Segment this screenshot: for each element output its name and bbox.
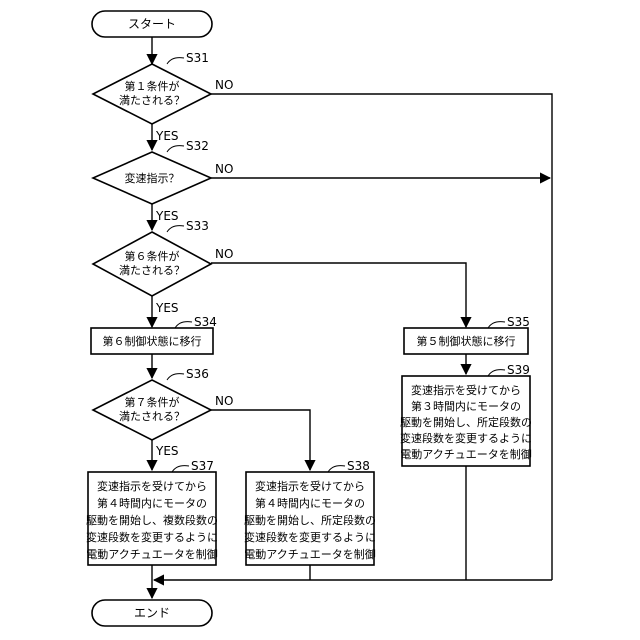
s31-line1: 第１条件が [125,79,180,93]
s31-leader [167,58,184,64]
s38-line5: 電動アクチュエータを制御 [244,547,375,561]
s38-line4: 変速段数を変更するように [244,530,376,544]
s37-leader [172,466,189,472]
s35-leader [488,322,505,328]
s35-label: 第５制御状態に移行 [417,334,516,348]
s38-line1: 変速指示を受けてから [255,479,365,493]
s32-yes-label: YES [155,209,179,223]
s36-no-label: NO [215,394,233,408]
s34-step-id: S34 [194,315,217,329]
s37-line2: 第４時間内にモータの [97,496,207,510]
s39-line5: 電動アクチュエータを制御 [400,447,531,461]
s36-leader [167,374,184,380]
s37-line1: 変速指示を受けてから [97,479,207,493]
end-label: エンド [134,606,170,620]
arrow-s36-no-to-s38 [211,410,310,470]
arrow-s33-no-to-s35 [211,263,466,327]
s37-line4: 変速段数を変更するように [86,530,218,544]
process-s37: 変速指示を受けてから 第４時間内にモータの 駆動を開始し、複数段数の 変速段数を… [86,459,218,565]
s36-line1: 第７条件が [125,395,180,409]
s33-leader [167,226,184,232]
s35-step-id: S35 [507,315,530,329]
s39-leader [488,370,505,376]
s31-no-label: NO [215,78,233,92]
process-s39: 変速指示を受けてから 第３時間内にモータの 駆動を開始し、所定段数の 変速段数を… [400,363,532,466]
start-label: スタート [128,17,176,31]
s31-yes-label: YES [155,129,179,143]
s38-step-id: S38 [347,459,370,473]
process-s38: 変速指示を受けてから 第４時間内にモータの 駆動を開始し、所定段数の 変速段数を… [244,459,376,565]
s39-line3: 駆動を開始し、所定段数の [400,415,532,429]
s39-step-id: S39 [507,363,530,377]
s32-leader [167,146,184,152]
s37-step-id: S37 [191,459,214,473]
s38-leader [328,466,345,472]
s33-yes-label: YES [155,301,179,315]
s38-line2: 第４時間内にモータの [255,496,365,510]
s32-label: 変速指示？ [125,171,180,185]
process-s35: 第５制御状態に移行 S35 [404,315,530,354]
s33-step-id: S33 [186,219,209,233]
process-s34: 第６制御状態に移行 S34 [91,315,217,354]
s31-line2: 満たされる？ [119,94,185,107]
s36-step-id: S36 [186,367,209,381]
s36-line2: 満たされる？ [119,410,185,423]
s33-line1: 第６条件が [125,249,180,263]
s32-step-id: S32 [186,139,209,153]
s39-line2: 第３時間内にモータの [411,399,521,413]
s36-yes-label: YES [155,444,179,458]
end-terminal: エンド [92,600,212,626]
s39-line4: 変速段数を変更するように [400,431,532,445]
s34-leader [175,322,192,328]
s39-line1: 変速指示を受けてから [411,383,521,397]
decision-s33: 第６条件が 満たされる？ S33 [93,219,211,296]
s32-no-label: NO [215,162,233,176]
s37-line5: 電動アクチュエータを制御 [86,547,217,561]
s37-line3: 駆動を開始し、複数段数の [86,513,218,527]
s33-line2: 満たされる？ [119,264,185,277]
s33-no-label: NO [215,247,233,261]
s38-line3: 駆動を開始し、所定段数の [244,513,376,527]
s31-step-id: S31 [186,51,209,65]
s34-label: 第６制御状態に移行 [103,334,202,348]
start-terminal: スタート [92,11,212,37]
